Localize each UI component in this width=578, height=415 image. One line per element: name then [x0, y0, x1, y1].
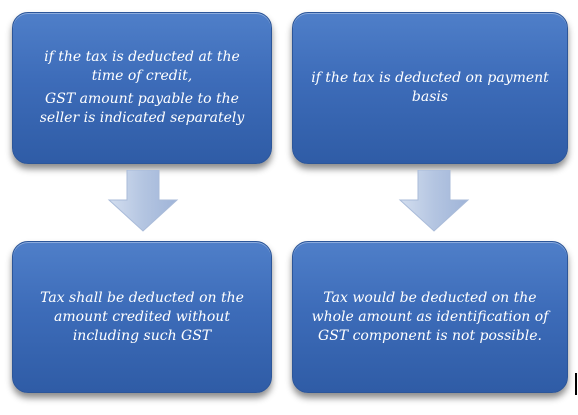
result-without-gst-text: Tax shall be deducted on the amount cred… — [40, 289, 244, 344]
result-box-without-gst: Tax shall be deducted on the amount cred… — [12, 241, 272, 393]
condition-box-credit-time: if the tax is deducted at the time of cr… — [12, 12, 272, 164]
text-cursor — [575, 373, 577, 395]
down-arrow-left-icon — [107, 170, 179, 232]
result-box-whole-amount: Tax would be deducted on the whole amoun… — [292, 241, 568, 393]
condition-box-payment-basis: if the tax is deducted on payment basis — [292, 12, 568, 164]
condition-credit-time-text: if the tax is deducted at the time of cr… — [44, 49, 240, 84]
down-arrow-right-icon — [398, 170, 470, 232]
result-whole-amount-text: Tax would be deducted on the whole amoun… — [311, 289, 549, 344]
condition-payment-basis-text: if the tax is deducted on payment basis — [311, 70, 549, 105]
condition-gst-separate-text: GST amount payable to the seller is indi… — [39, 91, 245, 126]
